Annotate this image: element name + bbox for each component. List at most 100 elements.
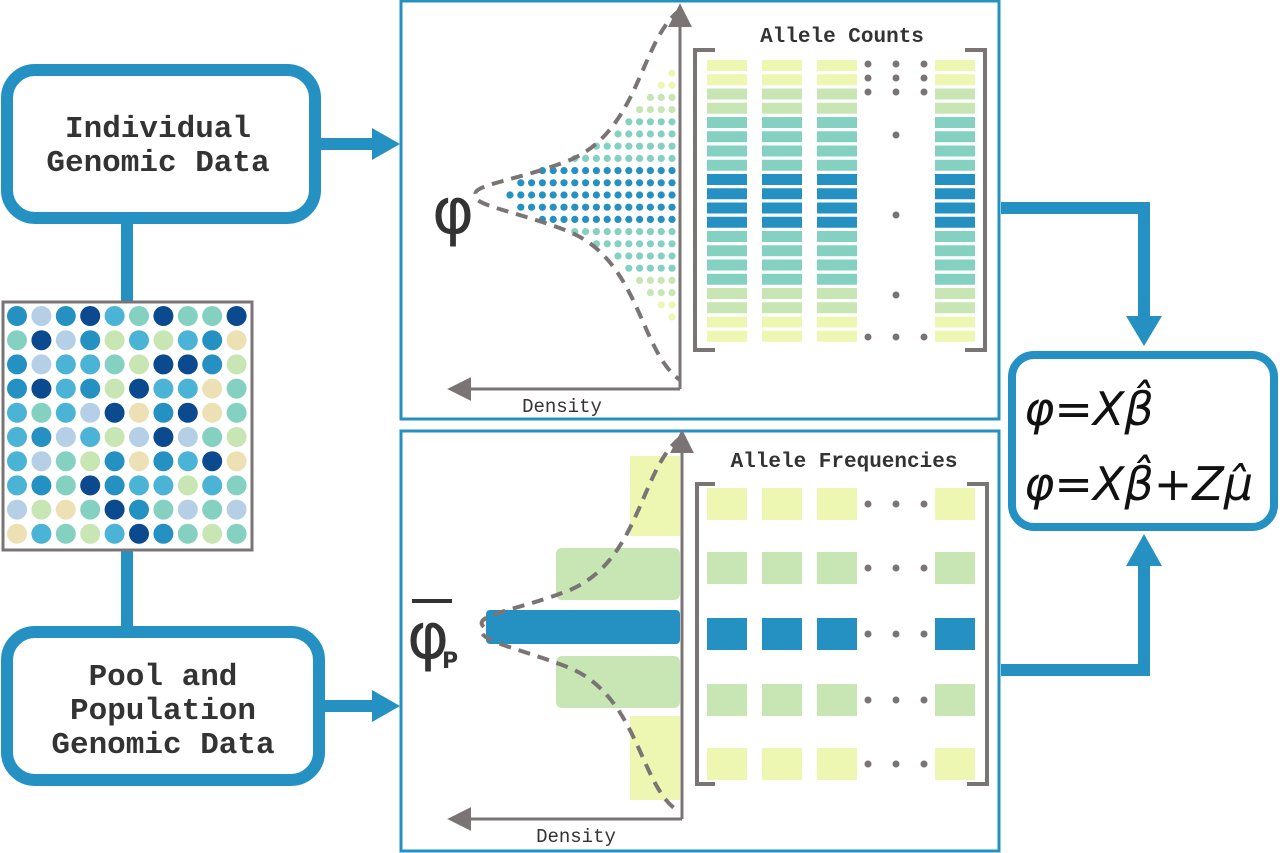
density-dot	[657, 93, 665, 101]
ellipsis-dot	[864, 74, 872, 82]
allele-count-cell	[707, 174, 747, 185]
density-dot	[636, 264, 644, 272]
individual-box-line1: Individual	[65, 112, 251, 147]
ellipsis-dot	[920, 760, 928, 768]
allele-count-cell	[762, 288, 802, 299]
arrow-bottom-to-equations	[1001, 534, 1162, 676]
allele-frequency-cell	[707, 684, 747, 716]
density-dot	[603, 191, 611, 199]
allele-count-cell	[935, 131, 975, 143]
density-dot	[603, 142, 611, 150]
grid-dot	[226, 499, 247, 520]
density-dot	[646, 179, 655, 187]
grid-dot	[153, 402, 174, 423]
grid-dot	[31, 402, 52, 423]
density-dot	[646, 203, 655, 211]
allele-count-cell	[707, 88, 747, 100]
allele-count-cell	[817, 245, 857, 257]
allele-count-cell	[707, 188, 747, 200]
grid-dot	[31, 475, 52, 496]
density-dot	[582, 191, 590, 199]
ellipsis-dot	[892, 760, 900, 768]
density-dot	[625, 191, 633, 199]
density-dot	[571, 215, 579, 223]
allele-count-cell	[707, 202, 747, 214]
grid-dot	[202, 475, 223, 496]
grid-dot	[129, 402, 149, 423]
grid-dot	[31, 499, 52, 520]
density-dot	[614, 142, 622, 150]
density-dot	[646, 264, 655, 272]
allele-frequency-cell	[935, 618, 975, 650]
ellipsis-dot	[864, 333, 872, 341]
allele-frequency-cell	[762, 488, 802, 520]
grid-dot	[80, 523, 101, 544]
allele-count-cell	[707, 330, 747, 342]
density-dot	[668, 252, 676, 260]
grid-dot	[129, 499, 149, 520]
allele-frequency-cell	[707, 488, 747, 520]
grid-dot	[129, 427, 149, 447]
grid-dot	[7, 475, 27, 496]
density-dot	[657, 130, 665, 138]
allele-count-cell	[935, 117, 975, 128]
density-dot	[657, 118, 665, 126]
grid-dot	[7, 378, 27, 399]
density-dot	[603, 203, 611, 211]
allele-frequencies-title: Allele Frequencies	[731, 451, 958, 474]
grid-dot	[129, 378, 149, 399]
density-axis-label: Density	[522, 396, 602, 418]
grid-dot	[31, 451, 52, 472]
density-dot	[614, 191, 622, 199]
density-dot	[592, 154, 601, 162]
histogram-bar	[630, 716, 680, 800]
grid-dot	[104, 427, 125, 447]
grid-dot	[202, 330, 223, 351]
density-dot	[668, 240, 676, 248]
ellipsis-dot	[864, 630, 872, 638]
density-dot	[668, 313, 676, 321]
ellipsis-dot	[920, 564, 928, 572]
density-dot	[571, 203, 579, 211]
density-dot	[614, 228, 622, 236]
allele-count-cell	[817, 273, 857, 285]
grid-dot	[153, 451, 174, 472]
density-dot	[657, 264, 665, 272]
density-dot	[549, 179, 557, 187]
allele-frequency-cell	[762, 748, 802, 780]
allele-frequency-cell	[935, 552, 975, 584]
allele-count-cell	[762, 131, 802, 143]
density-dot	[560, 167, 568, 175]
grid-dot	[129, 306, 149, 326]
density-dot	[636, 179, 644, 187]
density-dot	[614, 252, 622, 260]
grid-dot	[7, 402, 27, 423]
density-dot	[646, 118, 655, 126]
pool-box-line3: Genomic Data	[51, 728, 274, 763]
density-dot	[549, 191, 557, 199]
grid-dot	[55, 306, 76, 326]
allele-count-cell	[762, 174, 802, 185]
allele-count-cell	[762, 74, 802, 86]
density-dot	[538, 203, 547, 211]
density-dot	[603, 154, 611, 162]
density-dot	[657, 142, 665, 150]
allele-frequency-cell	[935, 488, 975, 520]
grid-dot	[202, 402, 223, 423]
allele-count-cell	[817, 302, 857, 314]
allele-count-cell	[935, 102, 975, 114]
density-dot	[614, 215, 622, 223]
grid-dot	[153, 330, 174, 351]
grid-dot	[202, 427, 223, 447]
ellipsis-dot	[892, 500, 900, 508]
allele-count-cell	[935, 188, 975, 200]
ellipsis-dot	[892, 211, 900, 219]
density-dot	[528, 203, 536, 211]
grid-dot	[55, 354, 76, 375]
right-bracket	[965, 48, 987, 352]
density-dot	[646, 130, 655, 138]
grid-dot	[153, 523, 174, 544]
density-dot	[538, 179, 547, 187]
pool-population-data-box: Pool and Population Genomic Data	[1, 626, 325, 786]
density-dot	[636, 167, 644, 175]
